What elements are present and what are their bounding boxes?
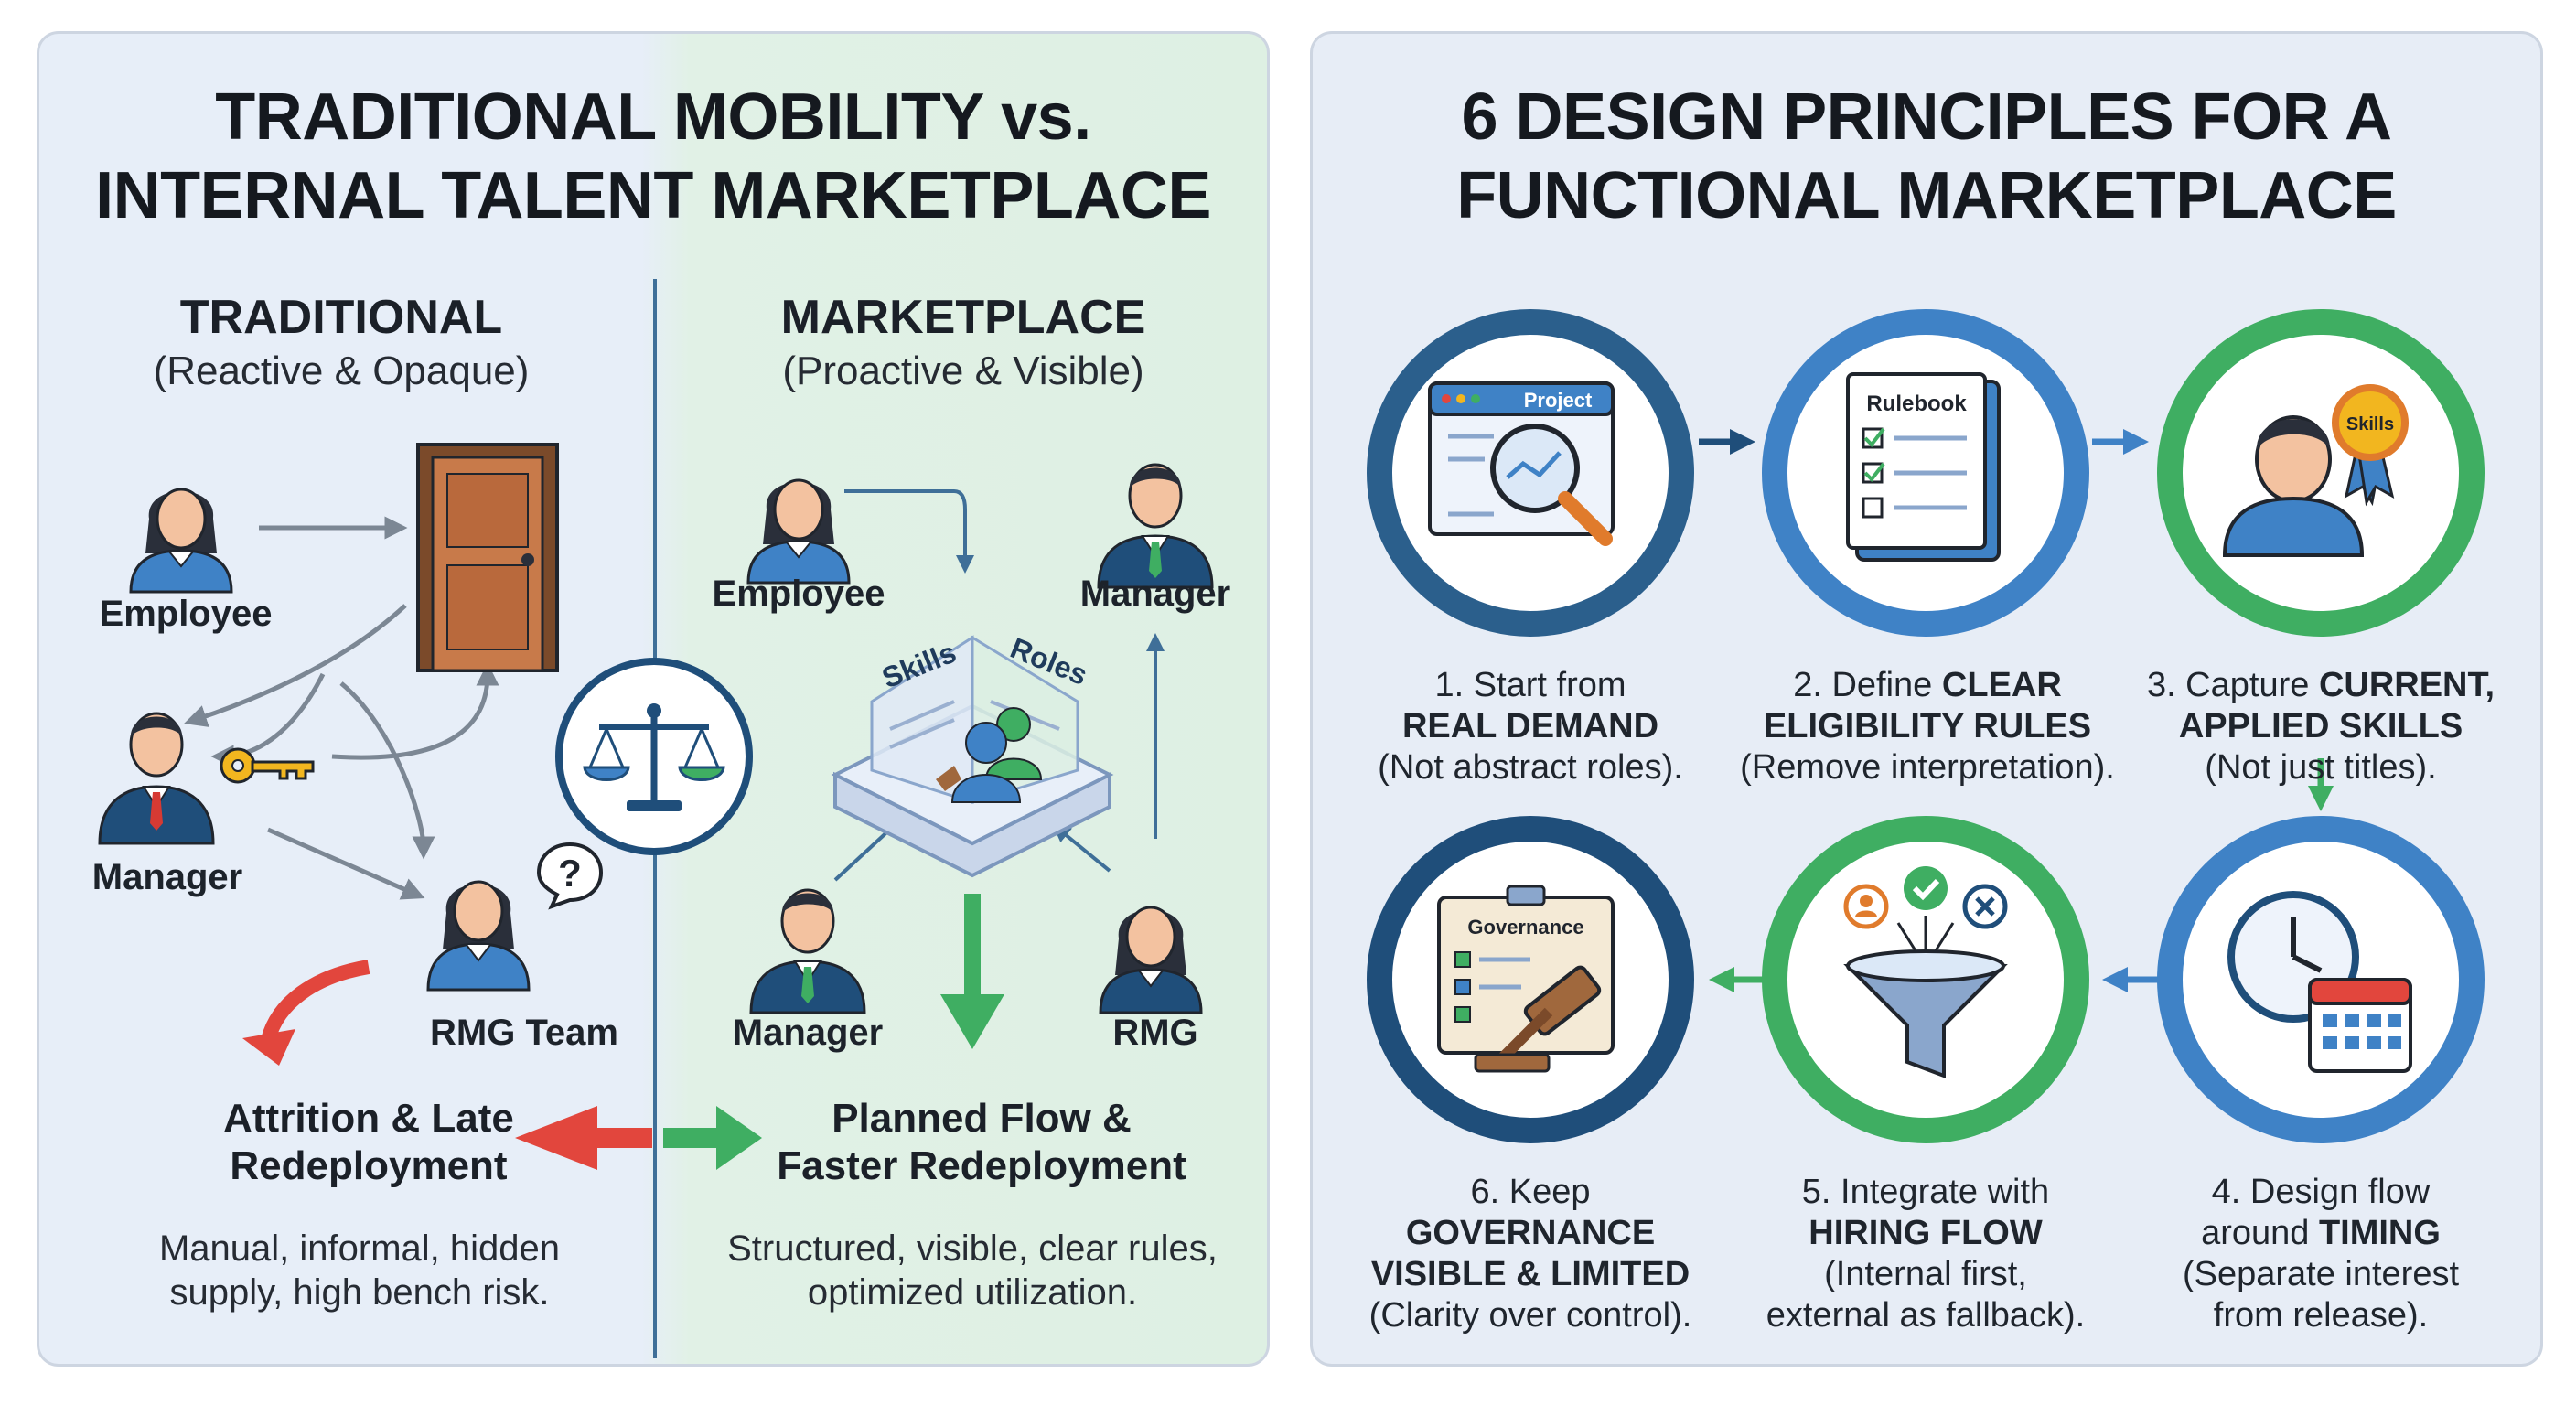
question-bubble-icon: ? [536,842,604,910]
principles-panel: 6 DESIGN PRINCIPLES FOR A FUNCTIONAL MAR… [1310,31,2543,1367]
principle-3-caption: 3. Capture CURRENT, APPLIED SKILLS (Not … [2146,666,2496,787]
marketplace-outcome: Planned Flow & Faster Redeployment [777,1096,1186,1188]
marketplace-rmg-avatar [1099,906,1203,1014]
rulebook-icon: Rulebook [1846,372,2001,562]
principle-2-circle: Rulebook [1762,309,2089,637]
key-icon [220,747,315,784]
marketplace-manager-top-label: Manager [1079,574,1231,614]
principle-1-caption: 1. Start from REAL DEMAND (Not abstract … [1378,666,1683,787]
skills-icon-text: Skills [2346,414,2394,434]
marketplace-manager-bottom-avatar [749,888,866,1014]
rmg-team-label: RMG Team [430,1013,618,1053]
traditional-description: Manual, informal, hidden supply, high be… [158,1228,561,1313]
platform-icon [831,635,1114,878]
principle-5-circle [1762,816,2089,1143]
traditional-employee-label: Employee [99,594,273,634]
traditional-manager-label: Manager [91,857,243,897]
marketplace-rmg-label: RMG [1112,1013,1198,1053]
principle-2-caption: 2. Define CLEAR ELIGIBILITY RULES (Remov… [1740,666,2115,787]
marketplace-employee-avatar [746,478,851,585]
marketplace-subheading: (Proactive & Visible) [782,349,1144,393]
clock-calendar-icon [2227,891,2412,1073]
traditional-subheading: (Reactive & Opaque) [153,349,530,393]
principle-6-circle: Governance [1367,816,1694,1143]
principle-1-circle: Project [1367,309,1694,637]
principle-3-circle: Skills [2157,309,2485,637]
principle-6-caption: 6. Keep GOVERNANCE VISIBLE & LIMITED (Cl… [1368,1173,1692,1335]
principle-4-circle [2157,816,2485,1143]
traditional-employee-avatar [129,488,233,594]
comparison-title: TRADITIONAL MOBILITY vs. INTERNAL TALENT… [95,80,1211,232]
marketplace-manager-top-avatar [1097,463,1214,589]
marketplace-manager-bottom-label: Manager [732,1013,884,1053]
project-icon-text: Project [1524,389,1593,412]
marketplace-heading: MARKETPLACE [780,291,1146,344]
traditional-flow-arrows [184,489,1165,1170]
governance-icon-text: Governance [1467,916,1583,938]
principle-flow-arrows [1699,429,2334,992]
principle-4-caption: 4. Design flow around TIMING (Separate i… [2182,1173,2460,1335]
door-icon [416,443,559,672]
governance-gavel-icon: Governance [1437,885,1615,1073]
traditional-heading: TRADITIONAL [179,291,503,344]
scale-icon [555,658,753,855]
comparison-panel: TRADITIONAL MOBILITY vs. INTERNAL TALENT… [37,31,1270,1367]
funnel-icon [1843,866,2008,1078]
principle-5-caption: 5. Integrate with HIRING FLOW (Internal … [1766,1173,2086,1335]
rulebook-icon-text: Rulebook [1866,391,1967,416]
skills-badge-icon: Skills [2222,384,2409,557]
project-search-icon: Project [1428,381,1615,546]
traditional-manager-avatar [98,712,215,845]
svg-text:?: ? [558,852,582,895]
principles-title: 6 DESIGN PRINCIPLES FOR A FUNCTIONAL MAR… [1456,80,2397,232]
marketplace-description: Structured, visible, clear rules, optimi… [727,1228,1218,1313]
attrition-arrow [261,960,370,1043]
marketplace-employee-label: Employee [712,574,886,614]
traditional-outcome: Attrition & Late Redeployment [223,1096,514,1188]
rmg-team-avatar [426,880,531,992]
